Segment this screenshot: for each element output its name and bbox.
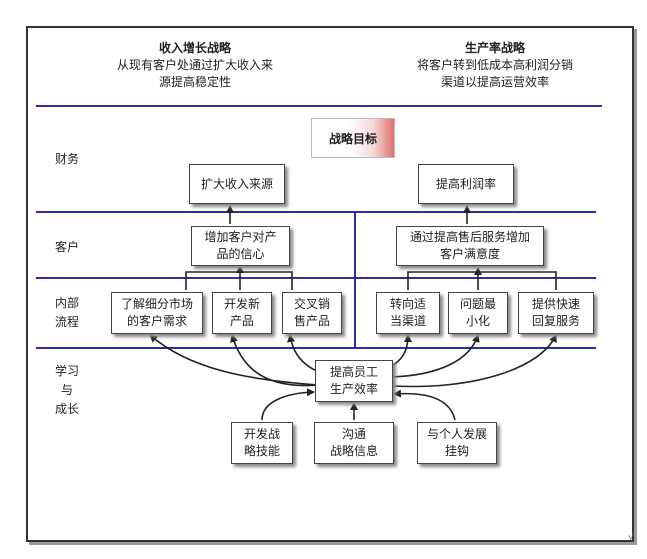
box-line: 提高利润率 <box>435 176 496 191</box>
corner-mark: √ <box>628 532 635 543</box>
box-improve-profit: 提高利润率 <box>418 164 514 204</box>
box-employee-productivity: 提高员工 生产效率 <box>315 360 393 402</box>
divider-finance-customer <box>36 211 596 213</box>
box-market-segment: 了解细分市场 的客户需求 <box>111 292 203 334</box>
box-line: 与个人发展 <box>426 427 487 441</box>
strategy-goal-label: 战略目标 <box>328 131 377 146</box>
divider-process-learning <box>36 347 596 349</box>
header-right-title: 生产率战略 <box>464 41 525 55</box>
header-right-line: 将客户转到低成本高利润分销 <box>416 58 573 72</box>
arrow-segment-to-trust <box>185 271 293 290</box>
box-line: 品的信心 <box>216 247 265 261</box>
box-line: 增加客户对产 <box>204 230 277 244</box>
box-line: 小化 <box>465 314 490 328</box>
arrow-productivity-to-segment <box>149 334 319 386</box>
box-line: 转向适 <box>389 297 426 311</box>
section-learning: 学习 与 成长 <box>42 362 92 419</box>
box-line: 通过提高售后服务增加 <box>409 230 530 244</box>
box-line: 售产品 <box>293 314 330 328</box>
box-line: 问题最 <box>459 297 496 311</box>
header-right-line: 渠道以提高运营效率 <box>440 75 549 89</box>
header-left-title: 收入增长战略 <box>158 41 231 55</box>
divider-customer-process <box>36 277 596 279</box>
box-strategy-skills: 开发战 略技能 <box>231 422 293 464</box>
box-line: 的客户需求 <box>126 314 187 328</box>
box-customer-satisfaction: 通过提高售后服务增加 客户满意度 <box>396 226 544 266</box>
box-line: 产品 <box>229 314 254 328</box>
box-line: 扩大收入来源 <box>200 176 273 191</box>
box-new-products: 开发新 产品 <box>212 292 272 334</box>
header-left-line: 源提高稳定性 <box>158 75 231 89</box>
box-line: 了解细分市场 <box>120 297 193 311</box>
section-learning-label: 与 <box>60 383 73 397</box>
arrow-productivity-to-channel <box>389 334 412 368</box>
box-line: 回复服务 <box>531 314 580 328</box>
divider-top <box>36 105 602 107</box>
strategy-goal: 战略目标 <box>311 118 395 158</box>
arrow-channel-to-satisfaction <box>407 271 557 290</box>
arrow-personal-to-productivity <box>393 389 456 421</box>
arrow-productivity-to-issues <box>391 334 480 378</box>
box-expand-revenue: 扩大收入来源 <box>189 164 285 204</box>
box-line: 沟通 <box>341 427 366 441</box>
section-learning-label: 成长 <box>54 402 79 416</box>
section-learning-label: 学习 <box>54 364 79 378</box>
box-line: 提供快速 <box>531 297 580 311</box>
box-line: 提高员工 <box>329 365 378 379</box>
header-left: 收入增长战略 从现有客户处通过扩大收入来 源提高稳定性 <box>100 40 290 91</box>
section-customer-label: 客户 <box>54 240 79 254</box>
arrow-skills-to-productivity <box>261 388 315 421</box>
arrow-productivity-to-service <box>393 334 557 388</box>
header-left-line: 从现有客户处通过扩大收入来 <box>116 58 273 72</box>
section-process-label: 流程 <box>54 315 79 329</box>
divider-vertical <box>354 211 356 347</box>
section-process: 内部 流程 <box>42 294 92 332</box>
box-line: 开发战 <box>243 427 280 441</box>
section-finance-label: 财务 <box>54 152 79 166</box>
box-line: 客户满意度 <box>439 247 500 261</box>
box-line: 交叉销 <box>293 297 330 311</box>
box-line: 当渠道 <box>389 314 426 328</box>
box-minimize-issues: 问题最 小化 <box>448 292 508 334</box>
box-cross-sell: 交叉销 售产品 <box>282 292 342 334</box>
header-right: 生产率战略 将客户转到低成本高利润分销 渠道以提高运营效率 <box>395 40 595 91</box>
section-customer: 客户 <box>42 238 92 257</box>
box-line: 略技能 <box>243 444 280 458</box>
box-strategy-info: 沟通 战略信息 <box>314 422 394 464</box>
box-personal-development: 与个人发展 挂钩 <box>417 422 497 464</box>
box-fast-service: 提供快速 回复服务 <box>518 292 594 334</box>
box-line: 挂钩 <box>444 444 469 458</box>
box-channel: 转向适 当渠道 <box>376 292 440 334</box>
box-line: 战略信息 <box>329 444 378 458</box>
section-process-label: 内部 <box>54 296 79 310</box>
section-finance: 财务 <box>42 150 92 169</box>
box-customer-trust: 增加客户对产 品的信心 <box>191 226 290 266</box>
box-line: 生产效率 <box>329 382 378 396</box>
box-line: 开发新 <box>223 297 260 311</box>
arrow-productivity-to-newprod <box>230 334 321 387</box>
